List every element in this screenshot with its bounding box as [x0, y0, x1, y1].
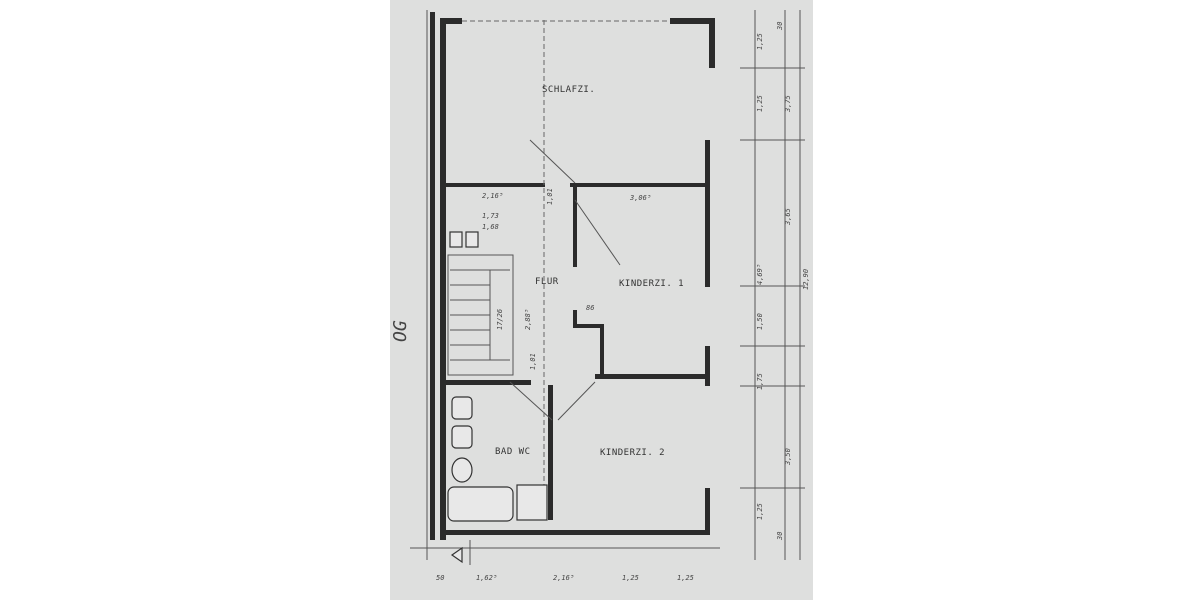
room-label-kinderzi2: KINDERZI. 2: [600, 448, 665, 458]
left-exterior-wall-inner: [440, 20, 446, 540]
dim-b2: 1,62⁵: [476, 574, 497, 582]
door-swing-bedroom: [529, 139, 576, 184]
sink-1: [451, 396, 473, 420]
dim-b5: 1,25: [677, 574, 694, 582]
top-wall-right-return: [709, 18, 715, 68]
bottom-wall-left: [440, 530, 670, 535]
dim-r3: 3,75: [784, 95, 792, 113]
staircase: [447, 254, 514, 376]
room-label-kinderzi1: KINDERZI. 1: [619, 279, 684, 289]
chimney-right: [465, 231, 479, 248]
dim-r6: 1,50: [756, 313, 764, 330]
right-wall-upper: [705, 140, 710, 287]
dim-r4: 3,65: [784, 208, 792, 226]
shower: [516, 484, 548, 521]
top-wall-right: [670, 18, 715, 24]
floor-plan-drawing: SCHLAFZI. FLUR KINDERZI. 1 KINDERZI. 2 B…: [390, 10, 810, 582]
door-swing-kid1: [574, 199, 621, 266]
dim-small2: 30: [776, 532, 784, 541]
top-wall-left: [440, 18, 462, 24]
dim-r2: 1,25: [756, 95, 764, 112]
dim-b3: 2,16⁵: [553, 574, 574, 582]
dim-r7: 1,75: [756, 373, 764, 390]
hall-wall-east: [573, 187, 577, 267]
dim-b4: 1,25: [622, 574, 639, 582]
bedroom-south-wall-right: [570, 183, 710, 187]
bedroom-south-wall: [440, 183, 545, 187]
door-swing-kid2: [557, 381, 596, 421]
chimney-left: [449, 231, 463, 248]
plan-sheet: SCHLAFZI. FLUR KINDERZI. 1 KINDERZI. 2 B…: [390, 0, 813, 600]
right-wall-middle: [705, 346, 710, 386]
toilet: [451, 457, 473, 483]
dim-b1: 50: [436, 574, 444, 582]
dim-d7: 1,01: [546, 188, 554, 205]
dim-d9: 1,01: [529, 353, 537, 370]
dim-total: 12,90: [802, 269, 810, 290]
dim-r8: 3,50: [784, 448, 792, 466]
dim-d2: 1,73: [482, 212, 499, 220]
dim-r5: 4,69⁵: [756, 264, 764, 285]
room-label-schlafzi: SCHLAFZI.: [542, 85, 595, 95]
hall-stub: [573, 324, 603, 328]
dim-d8: 86: [586, 304, 594, 312]
dim-d1: 2,16⁵: [482, 192, 503, 200]
bath-east-wall: [548, 385, 553, 520]
dim-small1: 30: [776, 22, 784, 31]
bathtub: [447, 486, 514, 522]
room-label-flur: FLUR: [535, 277, 559, 287]
bottom-wall-right: [670, 530, 710, 535]
right-wall-lower: [705, 488, 710, 535]
floor-label: OG: [390, 320, 411, 342]
door-swing-bath: [509, 381, 553, 421]
bath-north-wall: [446, 380, 531, 385]
dim-d5: 2,88⁵: [524, 309, 532, 330]
dim-r1: 1,25: [756, 33, 764, 50]
left-exterior-wall: [430, 12, 435, 540]
hall-wall-kid1-door: [600, 324, 604, 374]
dim-d3: 1,68: [482, 223, 499, 231]
hall-wall-east-lower: [573, 310, 577, 328]
dim-d6: 17/26: [496, 309, 504, 330]
room-label-bad: BAD WC: [495, 447, 531, 457]
dim-d4: 3,06⁵: [629, 194, 651, 202]
kid1-south-wall: [595, 374, 710, 379]
dim-r9: 1,25: [756, 503, 764, 520]
section-arrow: [450, 546, 463, 564]
sink-2: [451, 425, 473, 449]
